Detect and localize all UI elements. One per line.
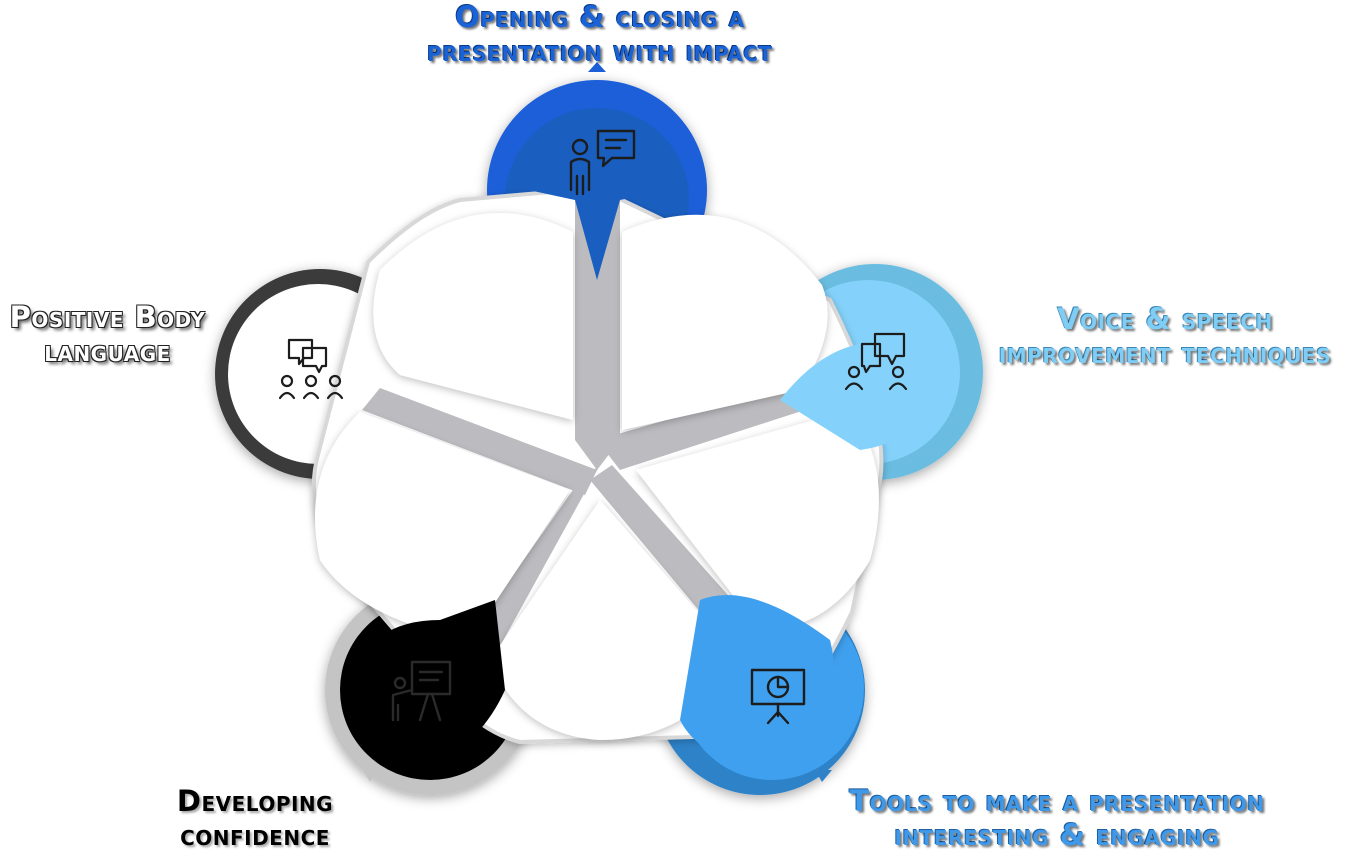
presenter-whiteboard-icon <box>391 660 452 722</box>
label-line: Positive Body <box>9 300 206 334</box>
label-line: interesting & engaging <box>894 818 1220 852</box>
segment-bottom-right-tip <box>680 595 834 770</box>
label-line: presentation with impact <box>427 34 773 68</box>
segment-right-tip <box>780 342 940 450</box>
group-discussion-icon <box>278 338 344 400</box>
presenter-speech-bubble-icon <box>569 129 636 196</box>
label-tools-presentation: Tools to make a presentation interesting… <box>822 784 1292 852</box>
label-line: Voice & speech <box>1057 302 1273 336</box>
label-opening-closing: Opening & closing a presentation with im… <box>395 0 805 68</box>
label-line: language <box>44 334 171 368</box>
label-line: confidence <box>180 818 330 852</box>
label-line: Tools to make a presentation <box>849 784 1265 818</box>
presentation-easel-chart-icon <box>750 668 806 725</box>
conversation-people-icon <box>844 332 908 391</box>
petal-lobes <box>315 212 879 740</box>
segment-bottom-left-tip <box>350 600 505 765</box>
label-line: improvement techniques <box>998 336 1332 370</box>
segment-top-tip <box>505 140 690 280</box>
label-line: Opening & closing a <box>455 0 745 34</box>
label-body-language: Positive Body language <box>0 300 215 368</box>
label-developing-confidence: Developing confidence <box>160 784 350 852</box>
label-voice-speech: Voice & speech improvement techniques <box>965 302 1365 370</box>
label-line: Developing <box>176 784 334 818</box>
